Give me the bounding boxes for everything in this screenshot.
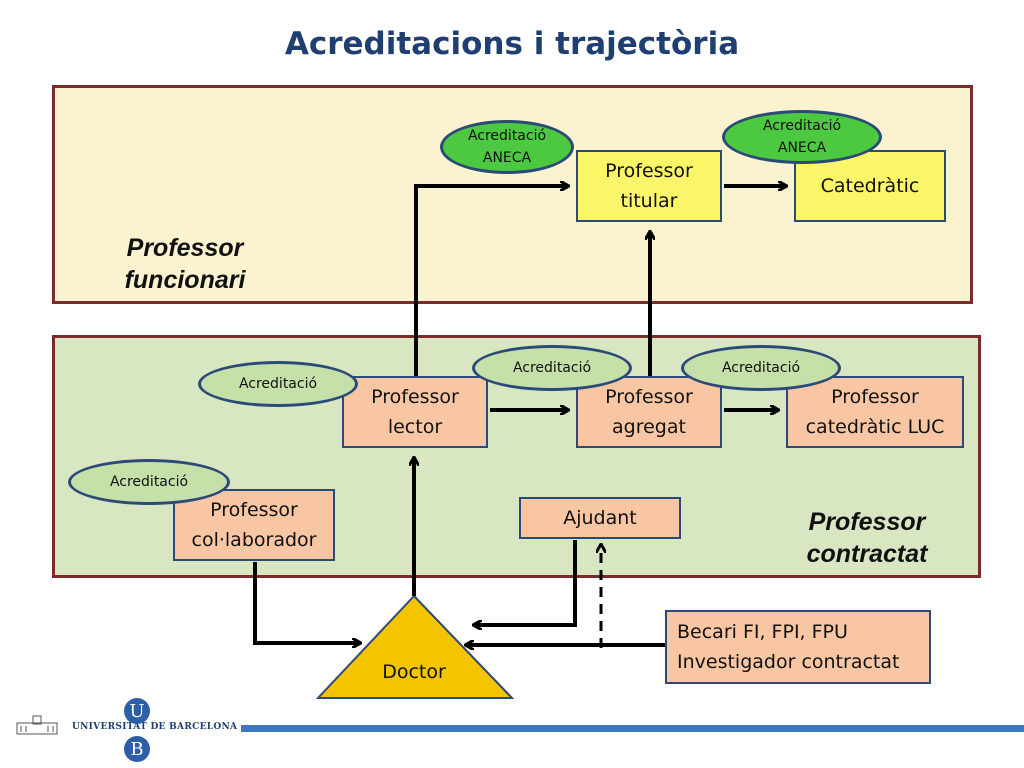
university-name: UNIVERSITAT DE BARCELONA <box>68 722 242 732</box>
building-icon <box>16 715 58 735</box>
logo-b: B <box>124 736 150 762</box>
page-title: Acreditacions i trajectòria <box>284 26 740 62</box>
funcionari-label: Professor funcionari <box>124 234 246 294</box>
box-professor-agregat: Professor agregat <box>576 376 722 448</box>
ellipse-acreditacio-aneca-titular: Acreditació ANECA <box>440 120 574 174</box>
box-professor-lector: Professor lector <box>342 376 488 448</box>
logo-u: U <box>124 698 150 724</box>
ellipse-acreditacio-agregat: Acreditació <box>472 345 632 391</box>
ellipse-acreditacio-lector: Acreditació <box>198 361 358 407</box>
arrow-lector-titular <box>414 186 568 376</box>
footer-bar <box>212 725 1024 732</box>
arrow-collab-doctor <box>253 562 360 643</box>
arrow-ajudant-doctor <box>474 540 577 625</box>
doctor-label: Doctor <box>382 661 446 683</box>
box-professor-catedratic-luc: Professor catedràtic LUC <box>786 376 964 448</box>
ellipse-acreditacio-luc: Acreditació <box>681 345 841 391</box>
box-professor-titular: Professor titular <box>576 150 722 222</box>
contractat-label: Professor contractat <box>806 508 928 568</box>
doctor-triangle <box>315 594 515 699</box>
ellipse-acreditacio-aneca-catedratic: Acreditació ANECA <box>722 110 882 164</box>
box-professor-collaborador: Professor col·laborador <box>173 489 335 561</box>
ellipse-acreditacio-collaborador: Acreditació <box>68 459 230 505</box>
box-becari-investigador: Becari FI, FPI, FPU Investigador contrac… <box>665 610 931 684</box>
box-ajudant: Ajudant <box>519 497 681 539</box>
